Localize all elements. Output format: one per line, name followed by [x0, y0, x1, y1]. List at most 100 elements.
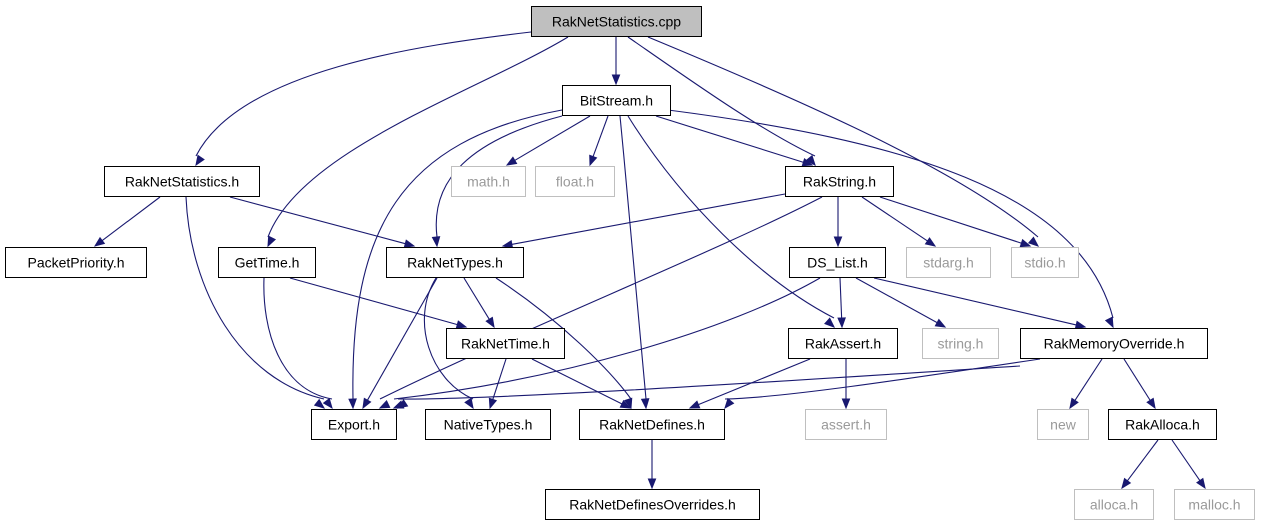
edge-rakalloca-h-to-malloc-h — [1171, 439, 1206, 490]
node-label: RakNetStatistics.cpp — [552, 14, 681, 30]
arrow-head — [348, 398, 357, 410]
arrow-head — [647, 478, 657, 490]
node-box — [579, 409, 725, 440]
node-rakstring-h[interactable]: RakString.h — [785, 166, 894, 197]
node-export-h[interactable]: Export.h — [311, 409, 397, 440]
node-label: RakNetStatistics.h — [125, 174, 239, 190]
edge-line — [393, 277, 821, 400]
edge-raknettypes-h-to-raknetdefines-h — [495, 277, 633, 410]
edge-line — [101, 196, 161, 242]
node-label: RakNetDefinesOverrides.h — [569, 497, 736, 513]
node-label: new — [1050, 417, 1077, 433]
node-ds-list-h[interactable]: DS_List.h — [789, 247, 886, 278]
edge-line — [724, 358, 1041, 400]
edge-ds-list-h-to-rakassert-h — [837, 277, 846, 329]
edge-raknetstatistics-cpp-to-raknetstatistics-h — [195, 31, 532, 167]
edge-rakassert-h-to-raknetdefines-h — [688, 358, 811, 409]
node-box — [785, 166, 894, 197]
node-packetpriority-h[interactable]: PacketPriority.h — [5, 247, 147, 278]
edges-layer — [93, 31, 1206, 490]
edge-rakstring-h-to-ds-list-h — [833, 197, 843, 248]
arrow-head — [1146, 397, 1156, 410]
edge-line — [510, 193, 786, 246]
node-box — [104, 166, 260, 197]
arrow-head — [924, 237, 937, 247]
node-raknetdefines-h[interactable]: RakNetDefines.h — [579, 409, 725, 440]
node-rakmemoryoverride-h[interactable]: RakMemoryOverride.h — [1020, 328, 1208, 359]
node-stdarg-h: stdarg.h — [906, 247, 991, 278]
node-math-h: math.h — [451, 166, 526, 197]
node-box — [531, 6, 702, 37]
edge-raknetstatistics-cpp-to-bitstream-h — [611, 37, 621, 86]
arrow-head — [362, 397, 372, 410]
arrow-head — [801, 158, 814, 167]
arrow-head — [837, 317, 846, 329]
edge-line — [879, 196, 1023, 245]
node-label: assert.h — [821, 417, 871, 433]
node-rakalloca-h[interactable]: RakAlloca.h — [1108, 409, 1217, 440]
arrow-head — [724, 397, 735, 410]
node-raknettypes-h[interactable]: RakNetTypes.h — [386, 247, 524, 278]
edge-line — [185, 196, 325, 400]
edge-bitstream-h-to-float-h — [589, 115, 609, 167]
node-raknetstatistics-h[interactable]: RakNetStatistics.h — [104, 166, 260, 197]
node-raknetstatistics-cpp[interactable]: RakNetStatistics.cpp — [531, 6, 702, 37]
arrow-head — [195, 154, 205, 167]
edge-raknettypes-h-to-nativetypes-h — [423, 277, 474, 410]
node-label: DS_List.h — [807, 255, 868, 271]
edge-raknetstatistics-h-to-export-h — [185, 196, 326, 409]
arrow-head — [1019, 238, 1032, 248]
node-nativetypes-h[interactable]: NativeTypes.h — [425, 409, 551, 440]
node-box — [451, 166, 526, 197]
node-gettime-h[interactable]: GetTime.h — [218, 247, 316, 278]
edge-line — [592, 115, 609, 158]
edge-line — [873, 277, 1078, 326]
edge-line — [839, 277, 843, 320]
node-bitstream-h[interactable]: BitStream.h — [562, 85, 671, 116]
node-box — [545, 489, 760, 520]
edge-rakalloca-h-to-alloca-h — [1121, 439, 1159, 490]
edge-bitstream-h-to-rakmemoryoverride-h — [667, 109, 1114, 329]
arrow-head — [485, 316, 495, 329]
node-label: RakString.h — [803, 174, 876, 190]
node-malloc-h: malloc.h — [1174, 489, 1255, 520]
node-label: Export.h — [328, 417, 380, 433]
node-float-h: float.h — [535, 166, 615, 197]
node-box — [446, 328, 565, 359]
node-alloca-h: alloca.h — [1074, 489, 1154, 520]
arrow-head — [1104, 316, 1114, 329]
node-raknetdefinesoverrides-h[interactable]: RakNetDefinesOverrides.h — [545, 489, 760, 520]
node-label: stdio.h — [1024, 255, 1065, 271]
arrow-head — [1121, 477, 1132, 490]
node-label: PacketPriority.h — [28, 255, 125, 271]
node-label: BitStream.h — [580, 93, 653, 109]
arrow-head — [313, 398, 326, 409]
arrow-head — [589, 154, 598, 167]
node-box — [425, 409, 551, 440]
edge-gettime-h-to-export-h — [263, 277, 333, 410]
edge-bitstream-h-to-math-h — [505, 115, 591, 166]
edge-line — [667, 109, 1114, 319]
arrow-head — [841, 398, 851, 410]
node-box — [1108, 409, 1217, 440]
node-raknettime-h[interactable]: RakNetTime.h — [446, 328, 565, 359]
edge-line — [619, 115, 647, 400]
nodes-layer: RakNetStatistics.cppBitStream.hRakNetSta… — [5, 6, 1255, 520]
node-box — [5, 247, 147, 278]
node-rakassert-h[interactable]: RakAssert.h — [788, 328, 898, 359]
node-box — [386, 247, 524, 278]
node-box — [562, 85, 671, 116]
node-box — [906, 247, 991, 278]
edge-bitstream-h-to-rakstring-h — [655, 115, 814, 167]
edge-rakstring-h-to-stdarg-h — [861, 196, 937, 247]
arrow-head — [1074, 320, 1087, 330]
edge-line — [531, 358, 624, 405]
edge-line — [435, 115, 563, 238]
edge-bitstream-h-to-raknetdefines-h — [619, 115, 650, 410]
edge-gettime-h-to-raknettime-h — [289, 277, 468, 329]
node-label: RakAssert.h — [805, 336, 881, 352]
node-label: string.h — [938, 336, 984, 352]
node-box — [789, 247, 886, 278]
node-label: GetTime.h — [235, 255, 300, 271]
